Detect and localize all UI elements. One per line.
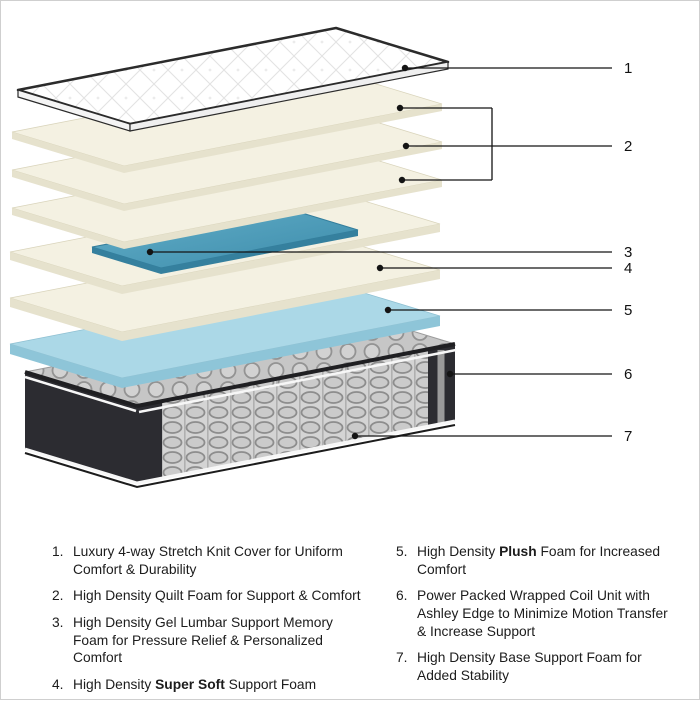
- quilt-sheet-2-side-left: [12, 170, 124, 211]
- layer-gel-lumbar-foam: [9, 189, 441, 294]
- leader-dot-6: [446, 370, 454, 378]
- gel-pad-side-left: [92, 247, 161, 274]
- legend-item-2-text: High Density Quilt Foam for Support & Co…: [73, 588, 361, 604]
- legend-item-2: 2. High Density Quilt Foam for Support &…: [52, 587, 370, 605]
- leader-dot-4: [376, 264, 384, 272]
- quilt-sheet-1-side-left: [12, 132, 124, 173]
- legend: 1. Luxury 4-way Stretch Knit Cover for U…: [52, 543, 676, 703]
- callout-number-1: 1: [624, 60, 632, 77]
- leader-dot-1: [401, 64, 409, 72]
- supersoft-foam-side-left: [10, 298, 122, 341]
- leader-dot-2b: [402, 142, 410, 150]
- coil-unit-front-face: [137, 344, 455, 484]
- leader-dot-7: [351, 432, 359, 440]
- callout-numbers: 1 2 3 4 5 6 7: [624, 60, 632, 445]
- leader-dot-2c: [398, 176, 406, 184]
- callout-number-6: 6: [624, 366, 632, 383]
- mattress-layers-svg: 1 2 3 4 5 6 7: [9, 26, 632, 489]
- callout-number-5: 5: [624, 302, 632, 319]
- base-top-edge-trim-front: [136, 342, 456, 408]
- legend-item-2-number: 2.: [52, 588, 64, 604]
- callout-number-2: 2: [624, 138, 632, 155]
- base-bottom-piping: [24, 419, 456, 485]
- base-front-left-corner-fabric: [137, 401, 162, 484]
- legend-item-3: 3. High Density Gel Lumbar Support Memor…: [52, 614, 370, 667]
- legend-item-5-number: 5.: [396, 544, 408, 559]
- quilt-sheet-3-side-right: [124, 180, 442, 249]
- legend-item-3-number: 3.: [52, 614, 64, 630]
- base-top-edge-trim-left: [24, 370, 138, 408]
- legend-item-4-number: 4.: [52, 676, 64, 692]
- legend-item-1: 1. Luxury 4-way Stretch Knit Cover for U…: [52, 543, 370, 578]
- leader-dot-5: [384, 306, 392, 314]
- legend-item-7-text: High Density Base Support Foam for Added…: [417, 650, 642, 683]
- base-top-piping-left: [24, 375, 137, 413]
- legend-column-left: 1. Luxury 4-way Stretch Knit Cover for U…: [52, 543, 370, 703]
- legend-item-5: 5. High Density Plush Foam for Increased…: [396, 543, 676, 578]
- legend-item-5-text: High Density Plush Foam for Increased Co…: [417, 544, 661, 577]
- callout-number-7: 7: [624, 428, 632, 445]
- leader-dots: [146, 64, 454, 440]
- plush-foam-side-right: [122, 316, 440, 388]
- legend-column-right: 5. High Density Plush Foam for Increased…: [396, 543, 676, 703]
- legend-item-6: 6. Power Packed Wrapped Coil Unit with A…: [396, 587, 676, 640]
- layer-supersoft-foam: [9, 235, 441, 341]
- legend-item-6-text: Power Packed Wrapped Coil Unit with Ashl…: [417, 588, 668, 639]
- quilt-sheet-2-side-right: [124, 142, 442, 211]
- leader-dot-2a: [396, 104, 404, 112]
- legend-item-6-number: 6.: [396, 588, 408, 604]
- callout-number-3: 3: [624, 244, 632, 261]
- supersoft-foam-side-right: [122, 270, 440, 341]
- plush-foam-side-left: [10, 344, 122, 388]
- base-top-piping-front: [138, 348, 457, 414]
- legend-item-3-text: High Density Gel Lumbar Support Memory F…: [73, 614, 333, 666]
- gel-sheet-side-right: [122, 224, 440, 294]
- mattress-diagram: 1 2 3 4 5 6 7: [9, 26, 632, 489]
- layer-quilt-sheet-2: [11, 107, 443, 211]
- callout-number-4: 4: [624, 260, 632, 277]
- base-bottom-edge: [24, 424, 456, 489]
- legend-item-1-number: 1.: [52, 544, 64, 559]
- quilt-sheet-3-side-left: [12, 208, 124, 249]
- cover-side-right: [129, 61, 449, 132]
- layer-quilt-sheet-1: [11, 69, 443, 173]
- layer-knit-cover: [16, 26, 450, 132]
- quilt-sheet-1-side-right: [124, 104, 442, 173]
- legend-item-4: 4. High Density Super Soft Support Foam: [52, 676, 370, 694]
- legend-item-4-text: High Density Super Soft Support Foam: [73, 676, 317, 692]
- leader-lines: [150, 67, 612, 437]
- legend-item-7-number: 7.: [396, 650, 408, 666]
- legend-item-1-text: Luxury 4-way Stretch Knit Cover for Unif…: [73, 544, 343, 577]
- leader-dot-3: [146, 248, 154, 256]
- gel-sheet-side-left: [10, 252, 122, 294]
- legend-item-7: 7. High Density Base Support Foam for Ad…: [396, 649, 676, 684]
